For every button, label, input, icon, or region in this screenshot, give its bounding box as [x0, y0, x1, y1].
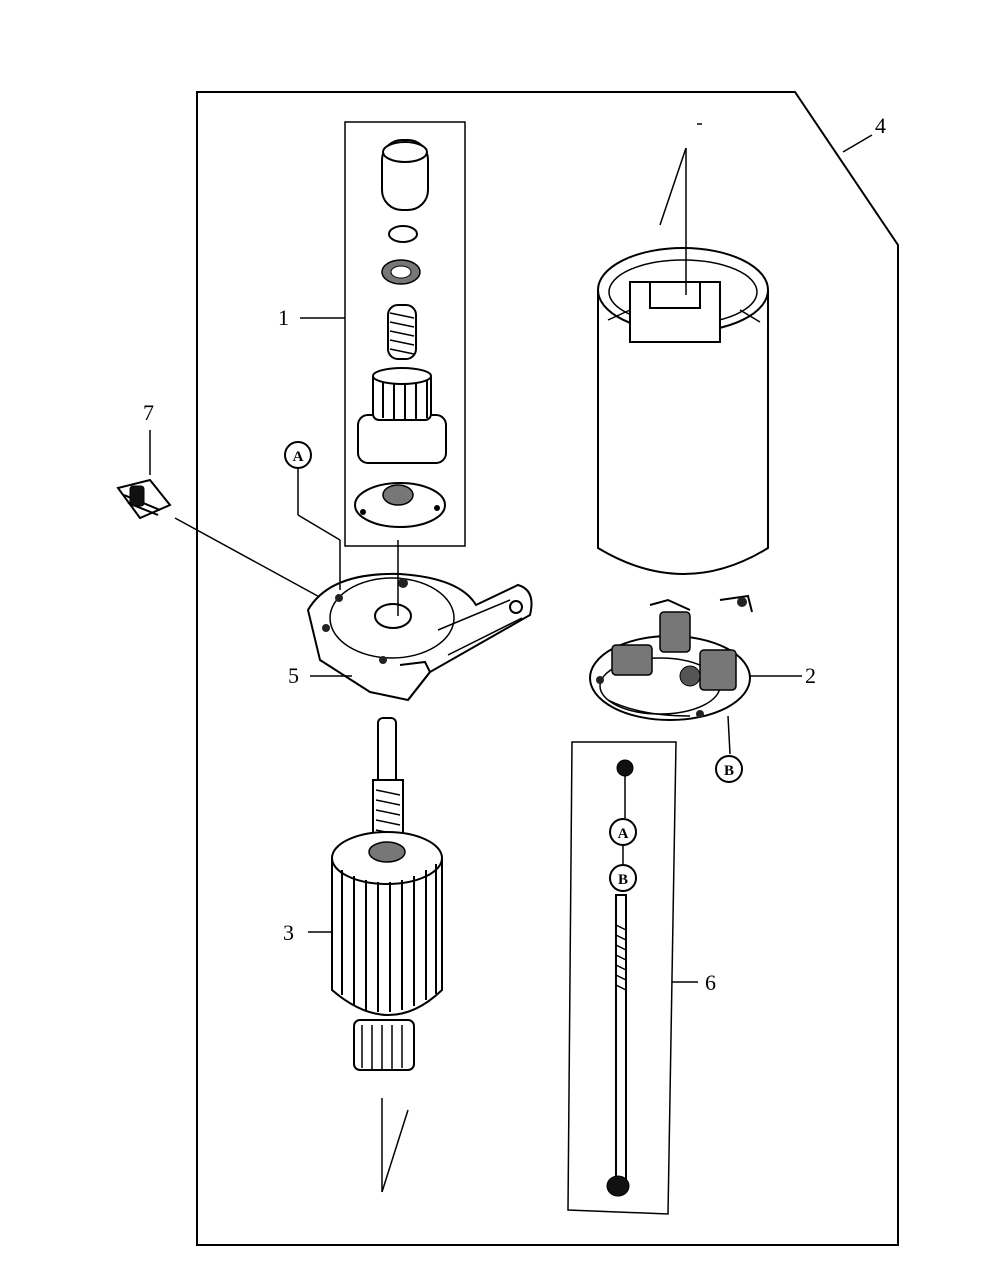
part-2-end-cap: [589, 594, 802, 755]
svg-text:A: A: [293, 449, 304, 465]
drive-kit-panel: [344, 121, 466, 547]
assembly-frame: [196, 91, 899, 1246]
part-7-screw: [116, 430, 326, 601]
callout-2: 2: [805, 663, 816, 688]
pinion-gear: [357, 367, 447, 464]
callout-5: 5: [288, 663, 299, 688]
callout-4: 4: [875, 113, 886, 138]
callout-6: 6: [705, 970, 716, 995]
retaining-ring: [388, 225, 418, 243]
part-1-drive-kit: [300, 121, 466, 547]
part-4-motor-housing: [597, 123, 769, 575]
bolt-nut: [616, 759, 634, 777]
svg-text:B: B: [724, 763, 734, 779]
callout-7: 7: [143, 400, 154, 425]
drive-spring: [387, 304, 417, 360]
svg-text:B: B: [618, 872, 628, 888]
part-6-bolt-kit: A B: [567, 741, 698, 1215]
part-5-drive-bracket: [297, 514, 533, 702]
ref-b-kit: B: [609, 864, 637, 892]
ref-a-bracket: A: [284, 441, 312, 469]
through-bolt: [606, 894, 630, 1197]
svg-text:A: A: [618, 826, 629, 842]
thrust-washer: [354, 482, 446, 528]
part-3-armature: [308, 717, 443, 1193]
callout-1: 1: [278, 305, 289, 330]
ref-a-kit: A: [609, 818, 637, 846]
callout-3: 3: [283, 920, 294, 945]
ref-b-endcap: B: [715, 755, 743, 783]
